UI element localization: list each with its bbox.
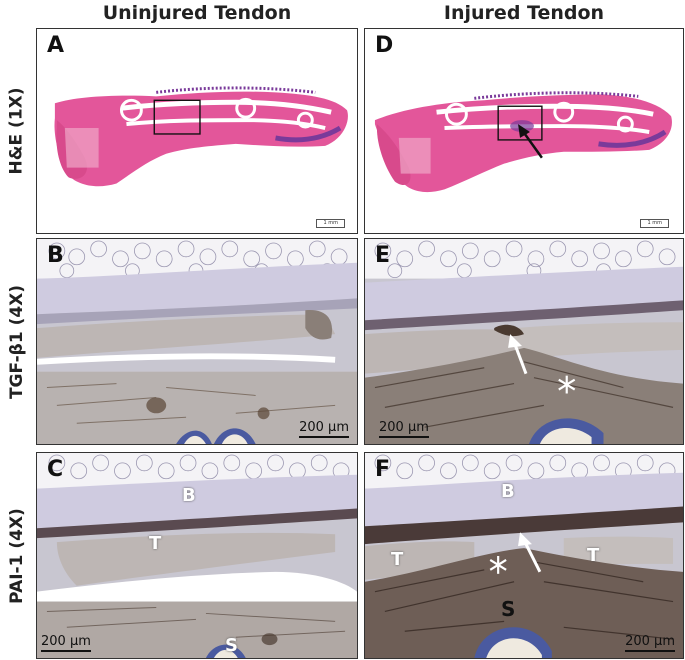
tgf-section-injured <box>365 239 683 444</box>
panel-f-pai-injured: F B T T S 200 µm <box>364 452 684 659</box>
scale-bar-e-label: 200 µm <box>379 420 429 435</box>
scale-bar-a: 1 mm <box>316 219 345 228</box>
label-bone-c: B <box>182 485 196 506</box>
column-title-uninjured: Uninjured Tendon <box>102 2 292 24</box>
scale-bar-f-line <box>625 650 675 652</box>
label-sesamoid-c: S <box>225 635 238 656</box>
scale-bar-c-label: 200 µm <box>41 634 91 649</box>
asterisk-e <box>558 375 576 394</box>
panel-a-he-uninjured: A 1 mm <box>36 28 358 234</box>
scale-bar-e: 200 µm <box>379 420 429 438</box>
scale-bar-b-label: 200 µm <box>299 420 349 435</box>
row-title-tgf: TGF-β1 (4X) <box>2 238 32 445</box>
panel-letter-d: D <box>375 33 394 58</box>
arrow-f <box>522 539 542 573</box>
he-section-injured <box>374 91 672 193</box>
panel-c-pai-uninjured: C B T S 200 µm <box>36 452 358 659</box>
pai-section-uninjured <box>37 453 357 658</box>
row-title-pai-text: PAI-1 (4X) <box>7 507 28 604</box>
panel-letter-a: A <box>47 33 65 58</box>
pai-section-injured <box>365 453 683 658</box>
row-title-he-text: H&E (1X) <box>7 87 27 175</box>
panel-letter-e: E <box>375 243 391 268</box>
region-box-a <box>153 99 201 135</box>
panel-letter-f: F <box>375 457 391 482</box>
region-box-d <box>497 105 543 141</box>
row-title-he: H&E (1X) <box>2 28 32 234</box>
scale-bar-b: 200 µm <box>299 420 349 438</box>
panel-letter-b: B <box>47 243 64 268</box>
he-section-uninjured <box>54 86 348 187</box>
panel-d-he-injured: D 1 mm <box>364 28 684 234</box>
label-tendon-c: T <box>149 533 162 554</box>
scale-bar-d: 1 mm <box>640 219 669 228</box>
label-tendon-f-right: T <box>587 545 600 566</box>
scale-bar-f-label: 200 µm <box>625 634 675 649</box>
scale-bar-e-line <box>379 436 429 438</box>
scale-bar-c-line <box>41 650 91 652</box>
asterisk-f <box>489 555 507 574</box>
column-title-injured: Injured Tendon <box>443 2 605 24</box>
scale-bar-c: 200 µm <box>41 634 91 652</box>
label-sesamoid-f: S <box>501 597 516 621</box>
scale-bar-b-line <box>299 436 349 438</box>
panel-letter-c: C <box>47 457 64 482</box>
row-title-pai: PAI-1 (4X) <box>2 452 32 659</box>
scale-bar-f: 200 µm <box>625 634 675 652</box>
row-title-tgf-text: TGF-β1 (4X) <box>7 284 27 399</box>
label-bone-f: B <box>501 481 515 502</box>
panel-b-tgf-uninjured: B 200 µm <box>36 238 358 445</box>
tgf-section-uninjured <box>37 239 357 444</box>
label-tendon-f-left: T <box>391 549 404 570</box>
panel-e-tgf-injured: E 200 µm <box>364 238 684 445</box>
arrow-e <box>512 341 528 375</box>
